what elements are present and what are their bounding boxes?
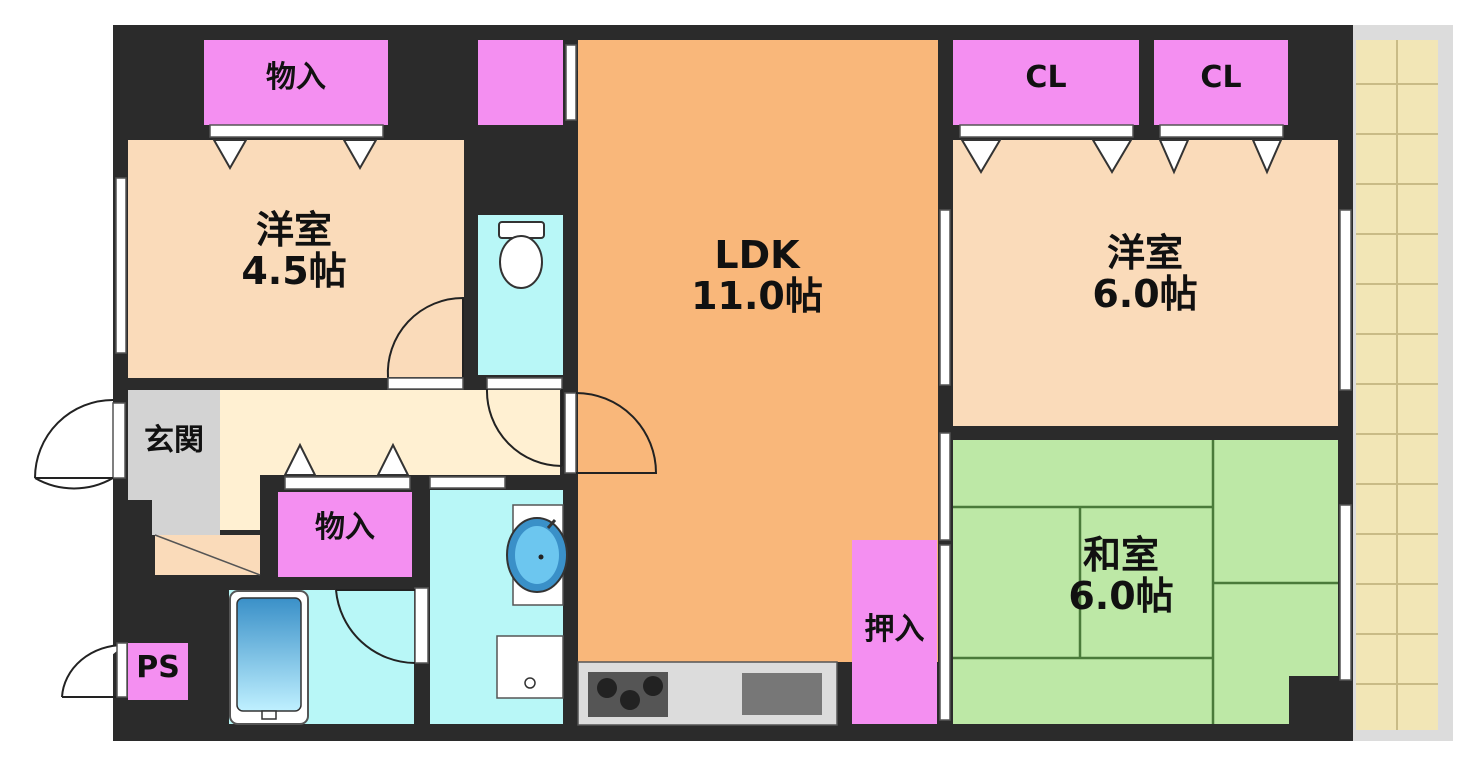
ps-label: PS [136, 650, 180, 685]
western-room-b-label: 洋室 6.0帖 [1045, 231, 1245, 317]
closet-hall-label: 物入 [315, 510, 375, 545]
bathtub [229, 590, 309, 725]
western-room-b-name: 洋室 [1106, 231, 1183, 275]
entrance [128, 390, 220, 500]
japanese-room-size: 6.0帖 [1068, 574, 1174, 619]
balcony [1353, 25, 1453, 741]
toilet-fixture [498, 221, 545, 289]
washing-pan [496, 635, 564, 699]
small-storage [478, 40, 563, 125]
western-room-a-label: 洋室 4.5帖 [194, 208, 394, 294]
western-room-b-size: 6.0帖 [1092, 272, 1198, 317]
japanese-room-label: 和室 6.0帖 [1021, 533, 1221, 619]
ldk-name: LDK [714, 233, 800, 277]
japanese-room-name: 和室 [1082, 533, 1159, 577]
cl-2-label: CL [1200, 60, 1242, 95]
ldk-label: LDK 11.0帖 [657, 233, 857, 319]
japanese-room [953, 440, 1338, 724]
cl-1 [953, 40, 1139, 125]
closet-top-left [204, 40, 388, 125]
oshiire [852, 540, 937, 724]
entrance-label: 玄関 [144, 423, 204, 458]
western-room-6-0 [953, 140, 1338, 426]
kitchen-counter [577, 661, 838, 726]
cl-2 [1154, 40, 1288, 125]
pipe-space [128, 643, 188, 700]
entrance-step [154, 534, 261, 576]
cl-1-label: CL [1025, 60, 1067, 95]
oshiire-label: 押入 [864, 612, 925, 647]
closet-top-left-label: 物入 [266, 60, 326, 95]
washbasin [506, 504, 568, 606]
closet-hall [278, 492, 412, 577]
western-room-a-name: 洋室 [255, 208, 332, 252]
ldk-size: 11.0帖 [691, 274, 823, 319]
western-room-a-size: 4.5帖 [241, 249, 347, 294]
